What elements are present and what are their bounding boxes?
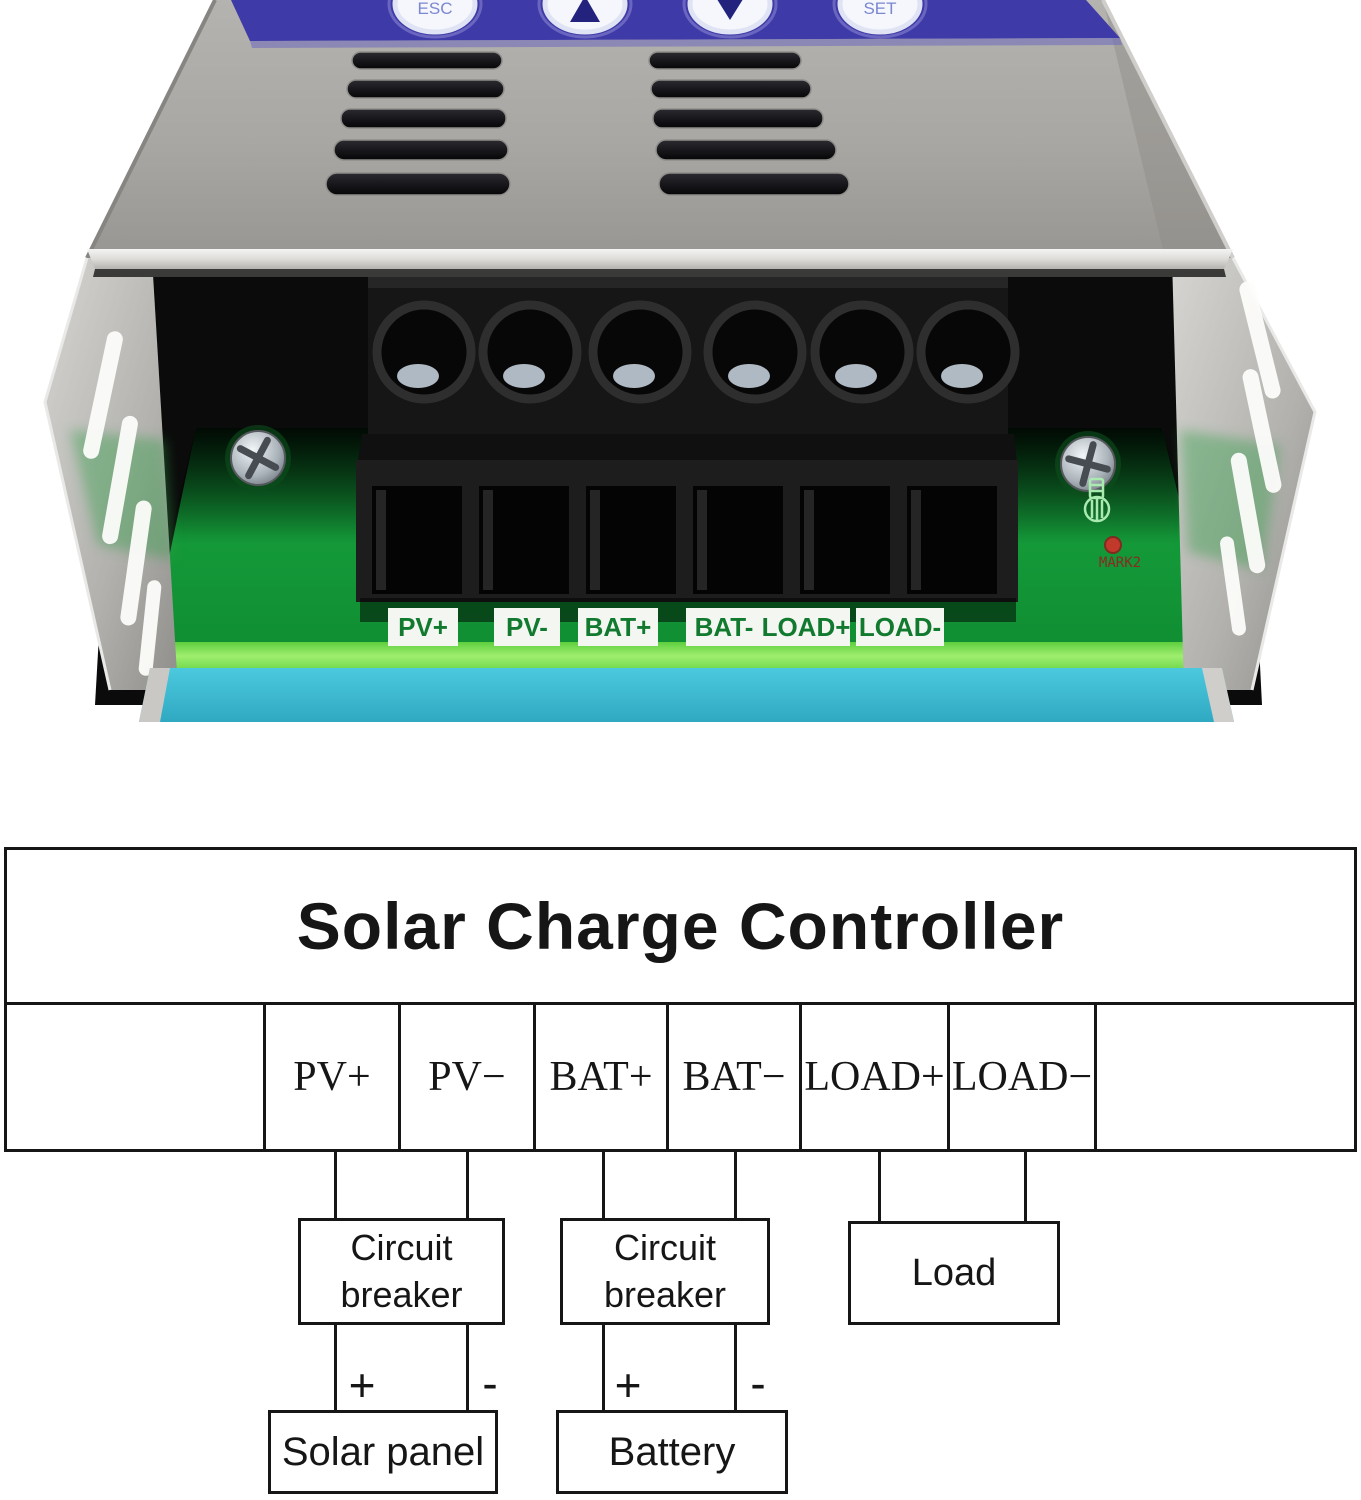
terminal-cell-bat-plus: BAT+ — [549, 1054, 653, 1100]
esc-button: ESC — [387, 0, 483, 39]
down-button — [682, 0, 778, 39]
wire-breaker-to-battery-minus — [734, 1325, 737, 1410]
terminal-block-upper — [368, 258, 1020, 434]
wire-bat-plus — [602, 1152, 605, 1218]
cell-divider — [1094, 1005, 1097, 1149]
wire-breaker-to-battery-plus — [602, 1325, 605, 1410]
pcb-label-pv-minus: PV- — [506, 612, 548, 642]
wire-pv-minus — [466, 1152, 469, 1218]
cell-divider — [666, 1005, 669, 1149]
terminal-cell-load-plus: LOAD+ — [804, 1054, 945, 1100]
up-triangle-icon — [570, 0, 600, 22]
pcb-silkscreen-screw-icon — [1083, 477, 1111, 523]
wire-load-plus — [878, 1152, 881, 1221]
circuit-breaker-bat-box: Circuit breaker — [560, 1218, 770, 1325]
wire-bat-minus — [734, 1152, 737, 1218]
wire-pv-plus — [334, 1152, 337, 1218]
down-triangle-icon — [717, 0, 743, 20]
solar-plus-mark: + — [348, 1359, 376, 1411]
set-button-label: SET — [863, 0, 896, 18]
pcb-label-bat-minus: BAT- — [695, 612, 754, 642]
wire-load-minus — [1024, 1152, 1027, 1221]
esc-button-label: ESC — [418, 0, 453, 18]
terminal-block-lower — [356, 434, 1018, 622]
terminal-row — [4, 1002, 1357, 1152]
cell-divider — [398, 1005, 401, 1149]
terminal-cell-bat-minus: BAT− — [682, 1054, 786, 1100]
control-panel — [231, 0, 1122, 48]
pcb-label-bat-plus: BAT+ — [585, 612, 652, 642]
pcb-screw-left — [225, 425, 291, 491]
pcb-mark-label: MARK2 — [1099, 555, 1141, 571]
pcb-red-dot — [1104, 536, 1122, 554]
terminal-cell-pv-plus: PV+ — [293, 1054, 371, 1100]
circuit-breaker-pv-box: Circuit breaker — [298, 1218, 505, 1325]
chassis-lip — [87, 249, 1233, 277]
pcb-label-load-plus: LOAD+ — [762, 612, 851, 642]
left-flange — [43, 257, 178, 691]
battery-minus-mark: - — [750, 1357, 766, 1409]
pcb-screw-right — [1055, 431, 1121, 497]
right-flange — [1172, 257, 1317, 691]
cell-divider — [799, 1005, 802, 1149]
diagram-title: Solar Charge Controller — [296, 889, 1065, 963]
cell-divider — [947, 1005, 950, 1149]
product-photo: ESC SET — [43, 0, 1317, 722]
wire-breaker-to-solar-minus — [466, 1325, 469, 1410]
solar-minus-mark: - — [482, 1357, 498, 1409]
solar-panel-box: Solar panel — [268, 1410, 498, 1494]
pcb-terminal-labels: PV+ PV- BAT+ BAT- LOAD+ LOAD- — [388, 608, 944, 646]
solar-controller-photo: ESC SET — [43, 0, 1317, 722]
terminal-cell-load-minus: LOAD− — [951, 1054, 1093, 1100]
pcb-label-pv-plus: PV+ — [398, 612, 448, 642]
set-button: SET — [832, 0, 928, 39]
battery-plus-mark: + — [614, 1359, 642, 1411]
cyan-base-strip — [139, 668, 1234, 722]
wire-breaker-to-solar-plus — [334, 1325, 337, 1410]
terminal-cell-pv-minus: PV− — [428, 1054, 506, 1100]
load-box: Load — [848, 1221, 1060, 1325]
diagram-title-box: Solar Charge Controller — [4, 847, 1357, 1005]
vent-slots — [325, 51, 850, 196]
cell-divider — [263, 1005, 266, 1149]
up-button — [537, 0, 633, 39]
battery-box: Battery — [556, 1410, 788, 1494]
cell-divider — [533, 1005, 536, 1149]
pcb-label-load-minus: LOAD- — [859, 612, 941, 642]
